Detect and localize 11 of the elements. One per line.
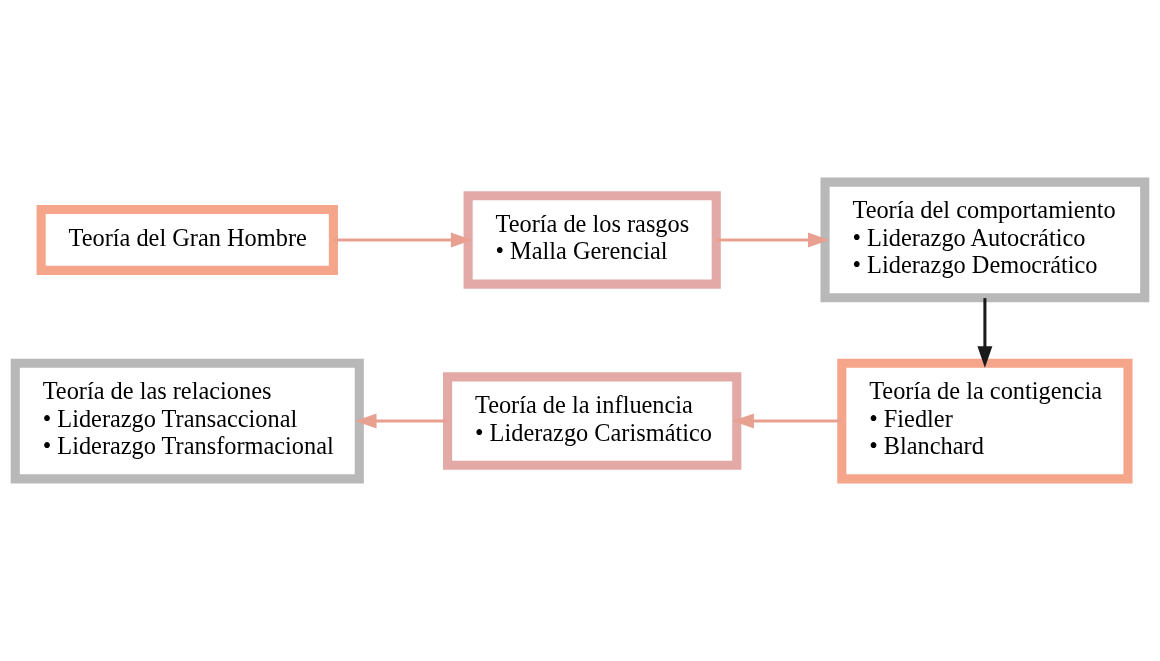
arrow — [977, 298, 993, 368]
node-box: Teoría de la contigencia • Fiedler • Blanchard — [837, 358, 1133, 484]
node-box: Teoría de la influencia • Liderazgo Carismático — [443, 372, 742, 470]
node-box: Teoría de las relaciones • Liderazgo Transaccional • Liderazgo Transformacional — [10, 358, 364, 484]
node-box: Teoría del Gran Hombre — [36, 204, 338, 275]
arrow — [716, 232, 830, 248]
arrow — [355, 413, 447, 429]
arrow — [333, 232, 473, 248]
node-box: Teoría del comportamiento • Liderazgo Autocrático • Liderazgo Democrático — [820, 177, 1150, 303]
node-box: Teoría de los rasgos • Malla Gerencial — [463, 191, 721, 289]
arrow — [732, 413, 842, 429]
